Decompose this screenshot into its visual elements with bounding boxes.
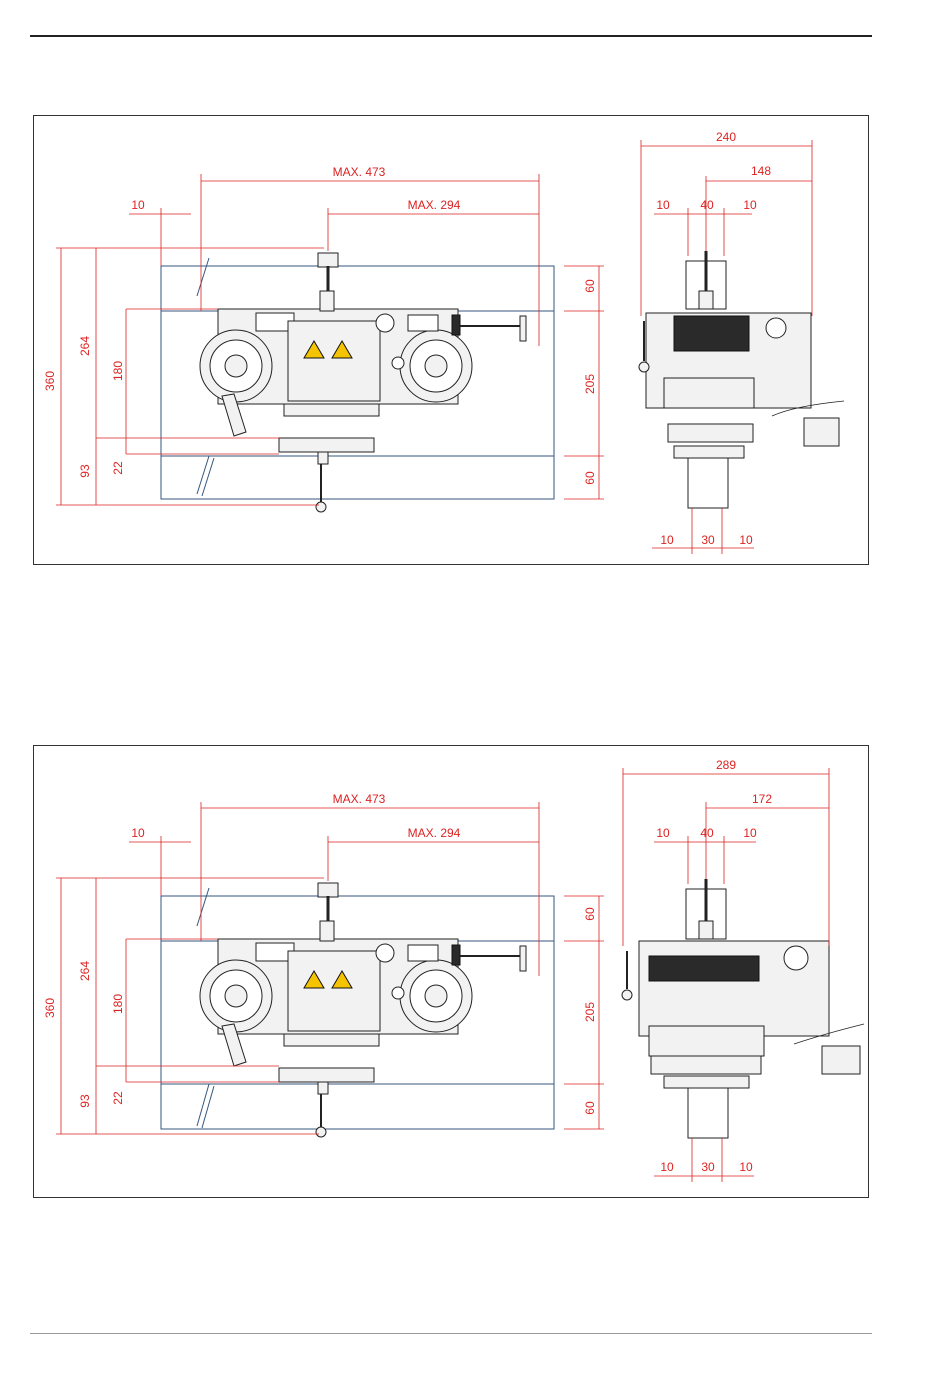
break-mark — [197, 258, 209, 296]
dim-360: 360 — [43, 371, 57, 391]
side-dim-10-bottom-left: 10 — [660, 1160, 674, 1174]
dim-93: 93 — [78, 1094, 92, 1108]
break-mark — [202, 458, 214, 496]
side-dim-30: 30 — [701, 1160, 715, 1174]
dim-205: 205 — [583, 1002, 597, 1022]
footer-rule — [30, 1333, 872, 1334]
side-dim-10-right: 10 — [743, 826, 757, 840]
dim-10: 10 — [131, 198, 145, 212]
side-dim-offset: 148 — [751, 164, 771, 178]
side-dim-10-bottom-right: 10 — [739, 1160, 753, 1174]
technical-drawing-1: MAX. 473 MAX. 294 10 360 264 180 93 22 6… — [34, 116, 870, 566]
dim-60-bottom: 60 — [583, 471, 597, 485]
dim-264: 264 — [78, 961, 92, 981]
machine-front-view — [200, 883, 526, 1137]
side-dim-10-bottom-left: 10 — [660, 533, 674, 547]
dim-max-294: MAX. 294 — [408, 198, 461, 212]
side-dim-10-left: 10 — [656, 198, 670, 212]
machine-side-view — [622, 879, 864, 1138]
header-rule — [30, 35, 872, 37]
dim-10: 10 — [131, 826, 145, 840]
break-mark — [197, 888, 209, 926]
side-dim-10-left: 10 — [656, 826, 670, 840]
side-dim-30: 30 — [701, 533, 715, 547]
dim-180: 180 — [111, 361, 125, 381]
dim-60-top: 60 — [583, 279, 597, 293]
break-mark — [202, 1086, 214, 1128]
drawing-panel-2: MAX. 473 MAX. 294 10 360 264 180 93 22 6… — [33, 745, 869, 1198]
dim-max-473: MAX. 473 — [333, 792, 386, 806]
machine-front-view — [200, 253, 526, 512]
dim-60-top: 60 — [583, 907, 597, 921]
dim-180: 180 — [111, 994, 125, 1014]
dim-60-bottom: 60 — [583, 1101, 597, 1115]
dim-360: 360 — [43, 998, 57, 1018]
dim-22: 22 — [111, 461, 125, 475]
break-mark — [197, 1084, 209, 1126]
dim-264: 264 — [78, 336, 92, 356]
dim-205: 205 — [583, 374, 597, 394]
break-mark — [197, 456, 209, 494]
side-dim-width: 289 — [716, 758, 736, 772]
drawing-panel-1: MAX. 473 MAX. 294 10 360 264 180 93 22 6… — [33, 115, 869, 565]
side-dim-width: 240 — [716, 130, 736, 144]
dim-22: 22 — [111, 1091, 125, 1105]
side-dim-10-bottom-right: 10 — [739, 533, 753, 547]
dim-max-473: MAX. 473 — [333, 165, 386, 179]
side-dim-40: 40 — [700, 826, 714, 840]
technical-drawing-2: MAX. 473 MAX. 294 10 360 264 180 93 22 6… — [34, 746, 870, 1199]
side-dim-offset: 172 — [752, 792, 772, 806]
side-dim-40: 40 — [700, 198, 714, 212]
side-dim-10-right: 10 — [743, 198, 757, 212]
dim-max-294: MAX. 294 — [408, 826, 461, 840]
machine-side-view — [639, 251, 844, 508]
dim-93: 93 — [78, 464, 92, 478]
